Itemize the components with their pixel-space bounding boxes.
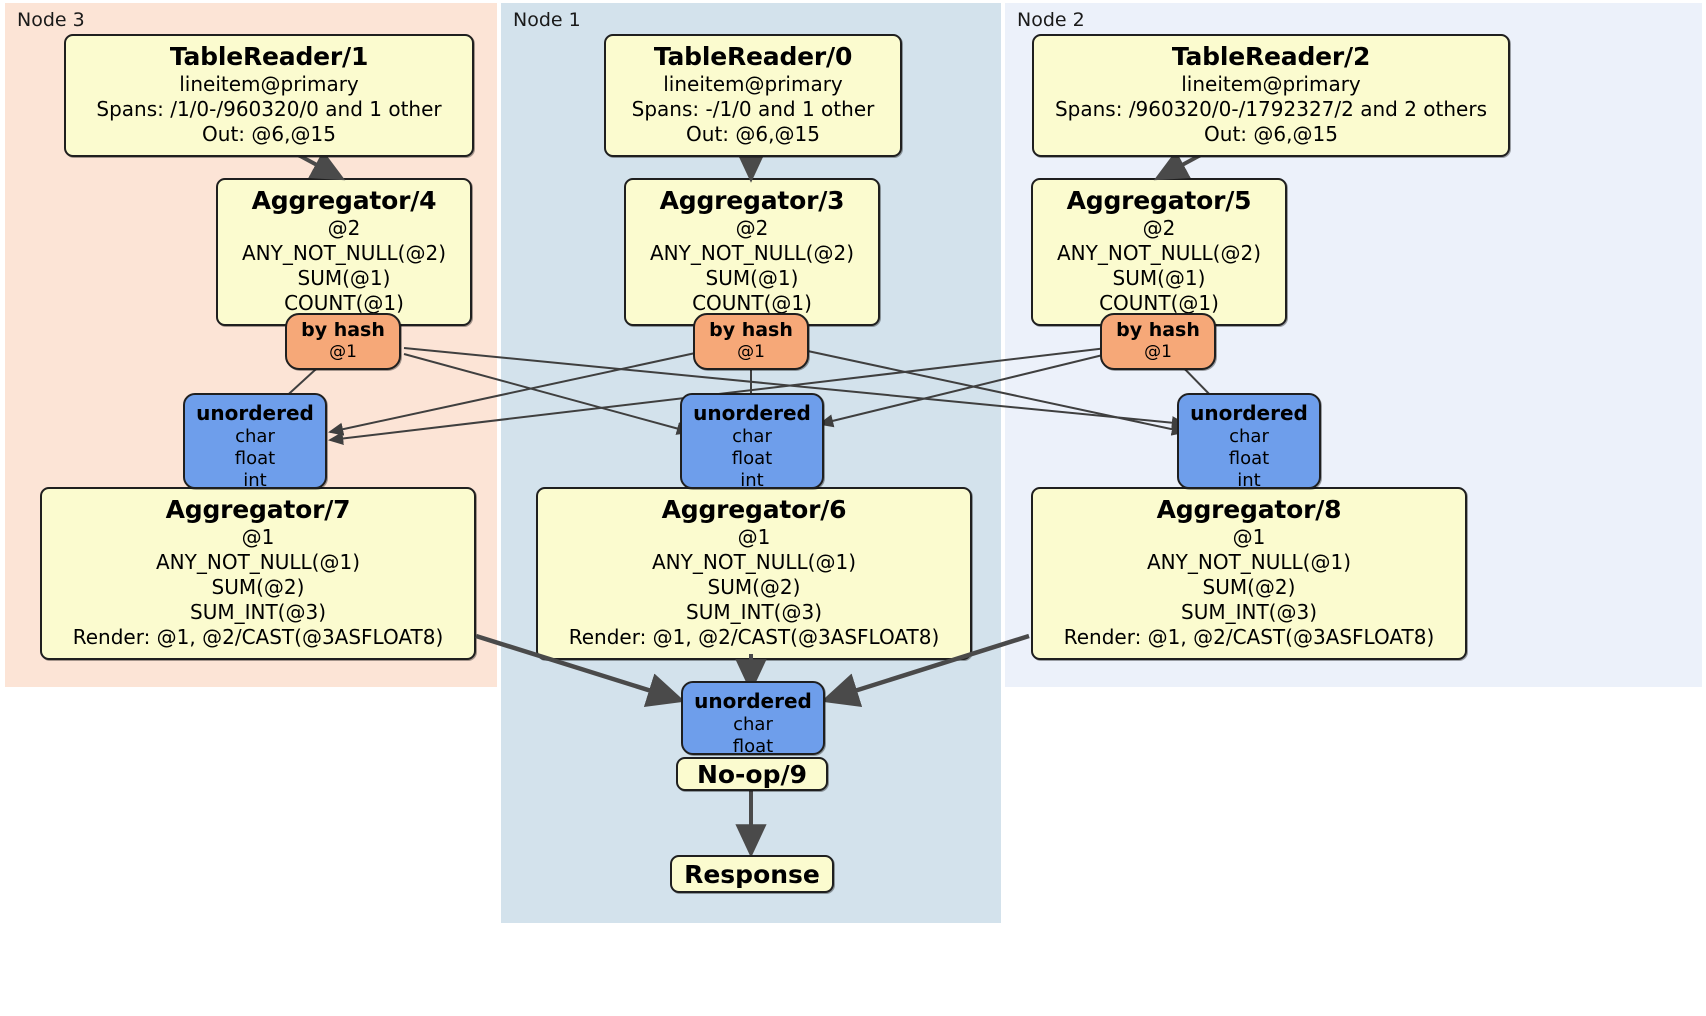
box-title: TableReader/2 xyxy=(1171,42,1371,71)
box-title: TableReader/0 xyxy=(653,42,853,71)
box-title: Aggregator/6 xyxy=(661,495,847,524)
sync-line: int xyxy=(243,469,267,491)
sync-line: float xyxy=(731,447,773,469)
processor-box-tablereader-1[interactable]: TableReader/1 lineitem@primary Spans: /1… xyxy=(64,34,474,158)
processor-box-aggregator-4[interactable]: Aggregator/4 @2 ANY_NOT_NULL(@2) SUM(@1)… xyxy=(216,178,472,327)
router-title: by hash xyxy=(709,319,793,341)
box-line: SUM(@2) xyxy=(707,574,801,599)
box-title: Aggregator/7 xyxy=(165,495,351,524)
router-line: @1 xyxy=(329,341,357,362)
box-line: lineitem@primary xyxy=(663,71,843,96)
sync-line: float xyxy=(234,447,276,469)
sync-line: char xyxy=(732,426,772,447)
router-title: by hash xyxy=(301,319,385,341)
box-line: Out: @6,@15 xyxy=(1204,121,1338,146)
response-node[interactable]: Response xyxy=(670,855,834,893)
router-line: @1 xyxy=(737,341,765,362)
synchronizer-unordered-node1[interactable]: unordered char float int xyxy=(680,393,824,491)
box-line: @2 xyxy=(327,215,361,240)
box-title: No-op/9 xyxy=(696,759,808,789)
sync-line: char xyxy=(733,714,773,735)
router-line: @1 xyxy=(1144,341,1172,362)
processor-box-tablereader-0[interactable]: TableReader/0 lineitem@primary Spans: -/… xyxy=(604,34,902,158)
sync-line: char xyxy=(235,426,275,447)
box-line: SUM_INT(@3) xyxy=(686,600,822,625)
box-line: lineitem@primary xyxy=(1181,71,1361,96)
box-line: COUNT(@1) xyxy=(1099,291,1219,316)
box-line: Out: @6,@15 xyxy=(202,121,336,146)
box-line: ANY_NOT_NULL(@2) xyxy=(650,240,854,265)
router-by-hash-node3[interactable]: by hash @1 xyxy=(285,313,401,371)
router-title: by hash xyxy=(1116,319,1200,341)
box-line: @2 xyxy=(735,215,769,240)
processor-box-tablereader-2[interactable]: TableReader/2 lineitem@primary Spans: /9… xyxy=(1032,34,1510,158)
box-line: ANY_NOT_NULL(@1) xyxy=(156,549,360,574)
box-title: Aggregator/8 xyxy=(1156,495,1342,524)
box-line: SUM(@2) xyxy=(211,574,305,599)
node-panel-label-node2: Node 2 xyxy=(1017,9,1085,31)
box-line: Render: @1, @2/CAST(@3ASFLOAT8) xyxy=(1063,625,1435,650)
box-line: SUM(@1) xyxy=(297,265,391,290)
router-by-hash-node1[interactable]: by hash @1 xyxy=(693,313,809,371)
box-title: TableReader/1 xyxy=(169,42,369,71)
box-line: lineitem@primary xyxy=(179,71,359,96)
box-title: Aggregator/3 xyxy=(659,186,845,215)
sync-title: unordered xyxy=(196,401,314,425)
box-line: SUM(@2) xyxy=(1202,574,1296,599)
sync-title: unordered xyxy=(693,401,811,425)
box-line: ANY_NOT_NULL(@2) xyxy=(242,240,446,265)
synchronizer-unordered-node3[interactable]: unordered char float int xyxy=(183,393,327,491)
router-by-hash-node2[interactable]: by hash @1 xyxy=(1100,313,1216,371)
box-line: ANY_NOT_NULL(@1) xyxy=(1147,549,1351,574)
box-line: SUM_INT(@3) xyxy=(190,600,326,625)
box-title: Aggregator/5 xyxy=(1066,186,1252,215)
box-line: Spans: /960320/0-/1792327/2 and 2 others xyxy=(1054,96,1487,121)
box-line: @1 xyxy=(737,524,771,549)
box-line: ANY_NOT_NULL(@2) xyxy=(1057,240,1261,265)
box-line: Spans: /1/0-/960320/0 and 1 other xyxy=(96,96,442,121)
processor-box-no-op-9[interactable]: No-op/9 xyxy=(676,757,828,791)
box-line: SUM(@1) xyxy=(705,265,799,290)
box-line: COUNT(@1) xyxy=(284,291,404,316)
box-line: Out: @6,@15 xyxy=(686,121,820,146)
box-line: SUM_INT(@3) xyxy=(1181,600,1317,625)
synchronizer-unordered-final[interactable]: unordered char float xyxy=(681,681,825,757)
box-line: Render: @1, @2/CAST(@3ASFLOAT8) xyxy=(568,625,940,650)
box-line: COUNT(@1) xyxy=(692,291,812,316)
processor-box-aggregator-6[interactable]: Aggregator/6 @1 ANY_NOT_NULL(@1) SUM(@2)… xyxy=(536,487,972,661)
processor-box-aggregator-3[interactable]: Aggregator/3 @2 ANY_NOT_NULL(@2) SUM(@1)… xyxy=(624,178,880,327)
synchronizer-unordered-node2[interactable]: unordered char float int xyxy=(1177,393,1321,491)
sync-title: unordered xyxy=(1190,401,1308,425)
box-line: @1 xyxy=(1232,524,1266,549)
sync-title: unordered xyxy=(694,689,812,713)
processor-box-aggregator-8[interactable]: Aggregator/8 @1 ANY_NOT_NULL(@1) SUM(@2)… xyxy=(1031,487,1467,661)
box-title: Aggregator/4 xyxy=(251,186,437,215)
processor-box-aggregator-5[interactable]: Aggregator/5 @2 ANY_NOT_NULL(@2) SUM(@1)… xyxy=(1031,178,1287,327)
box-title: Response xyxy=(684,859,820,889)
box-line: SUM(@1) xyxy=(1112,265,1206,290)
box-line: Spans: -/1/0 and 1 other xyxy=(631,96,875,121)
processor-box-aggregator-7[interactable]: Aggregator/7 @1 ANY_NOT_NULL(@1) SUM(@2)… xyxy=(40,487,476,661)
sync-line: float xyxy=(1228,447,1270,469)
sync-line: int xyxy=(1237,469,1261,491)
box-line: @2 xyxy=(1142,215,1176,240)
sync-line: float xyxy=(732,735,774,757)
box-line: ANY_NOT_NULL(@1) xyxy=(652,549,856,574)
sync-line: int xyxy=(740,469,764,491)
node-panel-label-node3: Node 3 xyxy=(17,9,85,31)
box-line: Render: @1, @2/CAST(@3ASFLOAT8) xyxy=(72,625,444,650)
sync-line: char xyxy=(1229,426,1269,447)
box-line: @1 xyxy=(241,524,275,549)
node-panel-label-node1: Node 1 xyxy=(513,9,581,31)
